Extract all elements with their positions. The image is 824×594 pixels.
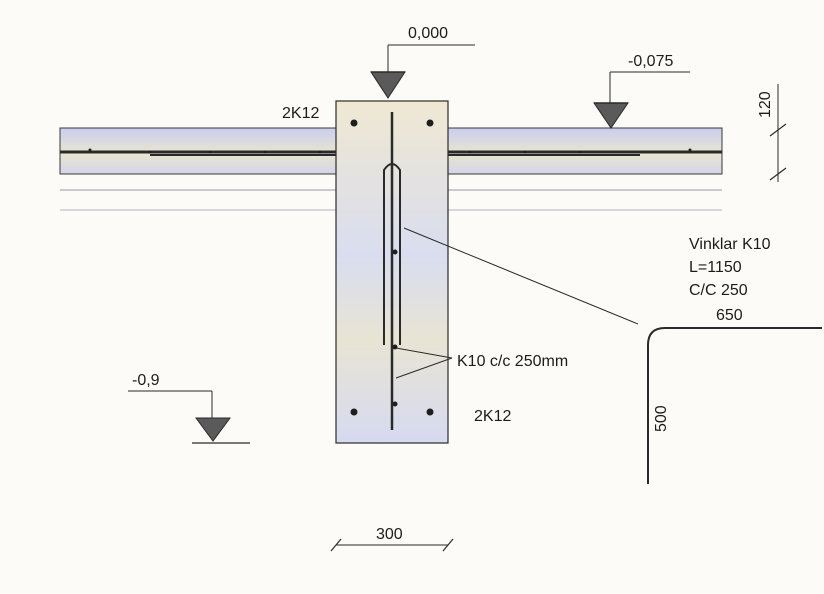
bottom-bar-dot <box>426 408 434 416</box>
stirrup-dot <box>392 249 398 255</box>
bottom-bars-label: 2K12 <box>474 408 511 425</box>
bent-bar-horizontal-leg: 650 <box>716 307 743 324</box>
level-triangle-icon <box>593 102 629 129</box>
dim-slab-thickness-value: 120 <box>757 91 774 118</box>
bent-bar-line3: C/C 250 <box>689 282 748 299</box>
stirrup-dot <box>392 344 398 350</box>
level-triangle-icon <box>195 417 231 442</box>
level-marker-right: -0,075 <box>593 53 690 129</box>
dim-slab-thickness: 120 <box>757 84 787 182</box>
bent-bar-vertical-leg: 500 <box>653 405 670 432</box>
level-label-right: -0,075 <box>628 53 673 70</box>
bottom-bar-dot <box>350 408 358 416</box>
stirrup-callout: K10 c/c 250mm <box>395 347 568 379</box>
rebar-dots <box>88 119 692 416</box>
top-bars-label: 2K12 <box>282 105 319 122</box>
dim-beam-width-value: 300 <box>376 526 403 543</box>
stirrup-dot <box>392 401 398 407</box>
beam <box>335 100 449 444</box>
bent-bar-line2: L=1150 <box>689 259 742 276</box>
stirrup-label: K10 c/c 250mm <box>457 353 568 370</box>
level-label-left: -0,9 <box>132 372 160 389</box>
top-bar-dot <box>426 119 434 127</box>
bent-bar-detail: Vinklar K10 L=1150 C/C 250 650 500 <box>647 236 822 484</box>
bent-bar-line1: Vinklar K10 <box>689 236 771 253</box>
dim-beam-width: 300 <box>330 526 454 552</box>
level-label-top: 0,000 <box>408 25 448 42</box>
level-marker-left: -0,9 <box>128 372 250 444</box>
detail-leader <box>403 227 639 325</box>
level-triangle-icon <box>370 71 406 99</box>
level-marker-top: 0,000 <box>370 25 475 99</box>
top-bar-dot <box>350 119 358 127</box>
